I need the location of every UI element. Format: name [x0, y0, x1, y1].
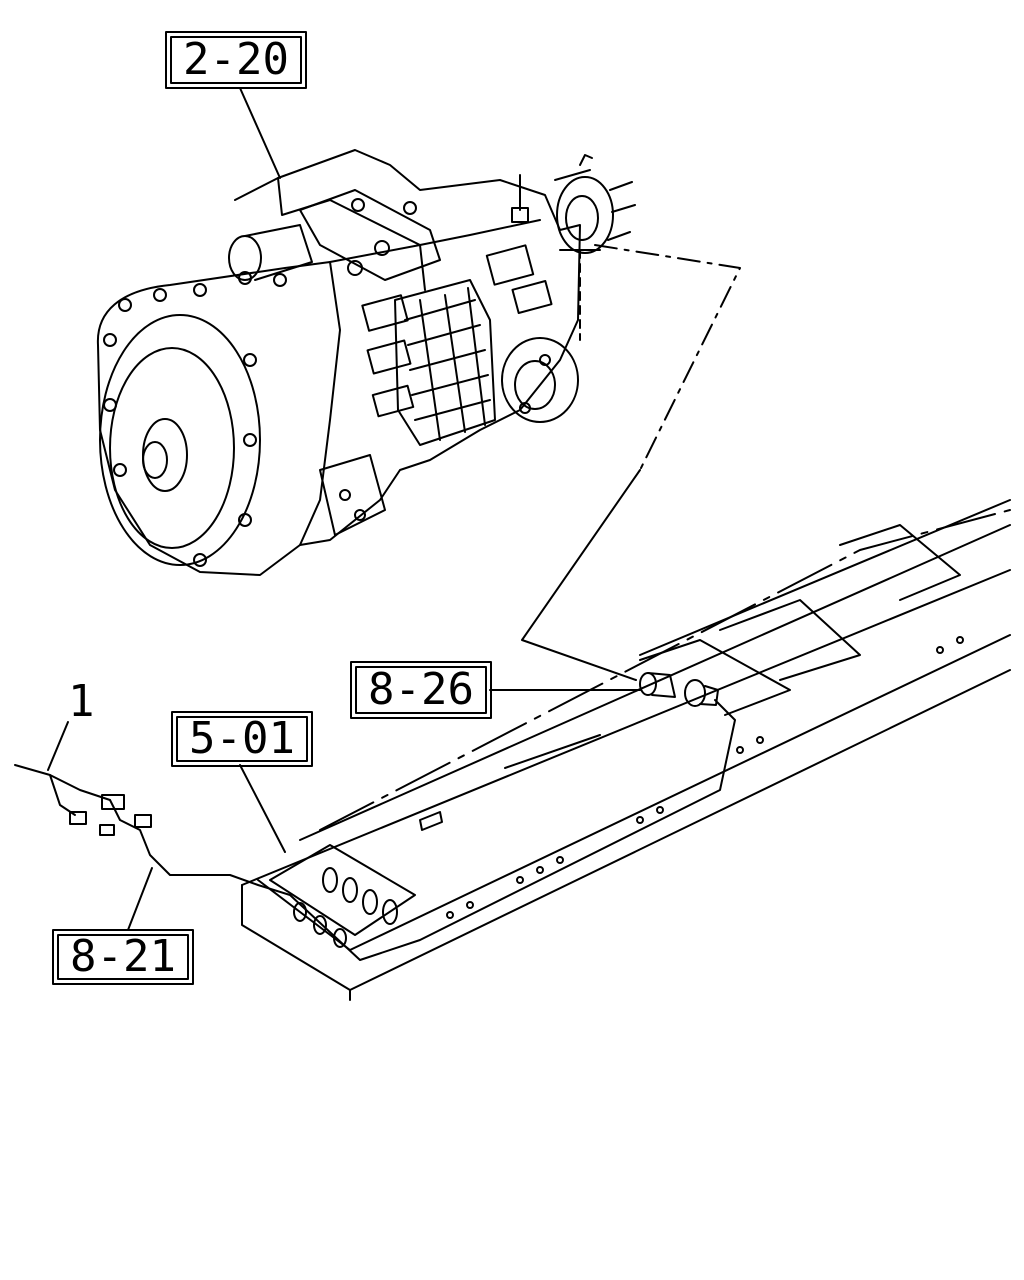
- transmission-assembly: [96, 149, 636, 576]
- chassis-frame: [241, 499, 1011, 1001]
- leader-item-1: [47, 721, 69, 771]
- callout-8-26[interactable]: 8-26: [368, 664, 474, 715]
- detail-leader-solid: [521, 469, 641, 681]
- leader-2-20: [239, 87, 281, 179]
- leader-lines: [47, 87, 741, 931]
- leader-5-01: [239, 764, 286, 853]
- callout-5-01[interactable]: 5-01: [189, 713, 295, 764]
- detail-leader-dashed: [594, 244, 741, 471]
- callout-8-21[interactable]: 8-21: [70, 931, 176, 982]
- callout-2-20[interactable]: 2-20: [183, 34, 289, 85]
- leader-8-21: [127, 867, 153, 931]
- item-number-1[interactable]: 1: [68, 676, 95, 727]
- wire-harness: [14, 672, 736, 961]
- callout-frames: [52, 31, 492, 985]
